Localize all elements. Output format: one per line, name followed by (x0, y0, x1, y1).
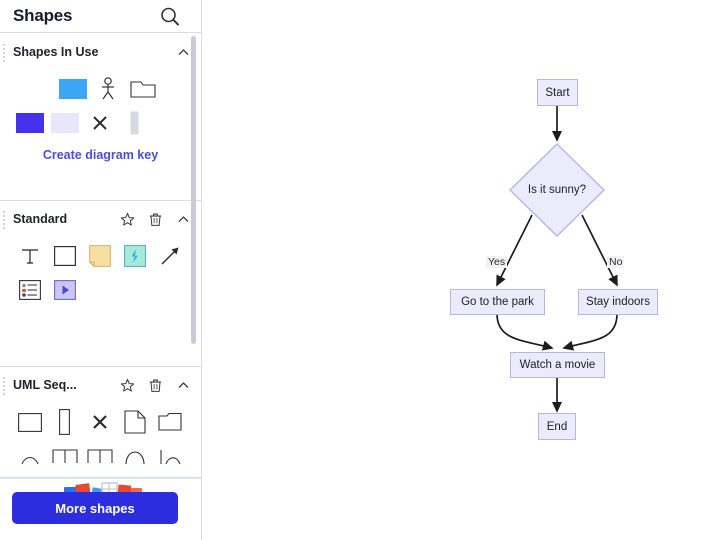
arrow-shape[interactable] (152, 239, 187, 273)
chevron-up-icon[interactable] (176, 378, 191, 393)
create-diagram-key-link[interactable]: Create diagram key (42, 148, 159, 162)
play-card-shape[interactable] (47, 273, 82, 307)
more-shapes-button[interactable]: More shapes (12, 492, 178, 524)
split-circle-shape[interactable] (152, 439, 187, 473)
trash-icon[interactable] (148, 212, 163, 227)
vertical-bar-shape[interactable] (117, 106, 152, 140)
flow-node-watch-a-movie[interactable]: Watch a movie (510, 352, 605, 378)
cross-shape[interactable] (82, 106, 117, 140)
folder-shape[interactable] (152, 405, 187, 439)
edge-label-no[interactable]: No (607, 256, 625, 268)
section-title: Standard (13, 212, 68, 226)
tall-bar-shape[interactable] (47, 405, 82, 439)
section-header-standard[interactable]: Standard (0, 201, 201, 237)
panel-header: Shapes (0, 0, 201, 33)
frame-shape[interactable] (47, 439, 82, 473)
drag-handle-icon[interactable] (3, 211, 6, 229)
flow-node-stay-indoors[interactable]: Stay indoors (578, 289, 658, 315)
trash-icon[interactable] (148, 378, 163, 393)
blue-rectangle-shape[interactable] (55, 72, 90, 106)
chevron-up-icon[interactable] (176, 45, 191, 60)
drag-handle-icon[interactable] (3, 44, 6, 62)
section-title: Shapes In Use (13, 45, 99, 59)
sticky-note-shape[interactable] (82, 239, 117, 273)
star-icon[interactable] (120, 378, 135, 393)
shape-grid-uml-sequence (0, 403, 189, 477)
flow-node-end[interactable]: End (538, 413, 576, 440)
indigo-rectangle-shape[interactable] (12, 106, 47, 140)
panel-scrollbar-thumb[interactable] (191, 36, 196, 344)
drag-handle-icon[interactable] (3, 377, 6, 395)
shape-grid-standard (0, 237, 189, 313)
cross-shape[interactable] (82, 405, 117, 439)
text-shape[interactable] (12, 239, 47, 273)
folder-shape[interactable] (125, 72, 160, 106)
document-shape[interactable] (117, 405, 152, 439)
section-header-uml-sequence[interactable]: UML Seq... (0, 367, 201, 403)
half-circle-shape[interactable] (117, 439, 152, 473)
flow-node-is-it-sunny[interactable]: Is it sunny? (508, 143, 606, 237)
search-icon[interactable] (159, 6, 181, 28)
diagram-edges (496, 106, 618, 413)
lightning-card-shape[interactable] (117, 239, 152, 273)
diagram-canvas[interactable]: Start Is it sunny? Go to the park Stay i… (202, 0, 720, 540)
edge-label-yes[interactable]: Yes (486, 256, 508, 268)
flow-node-go-to-the-park[interactable]: Go to the park (450, 289, 545, 315)
star-icon[interactable] (120, 212, 135, 227)
section-uml-sequence: UML Seq... (0, 367, 201, 478)
section-standard: Standard (0, 201, 201, 367)
section-title: UML Seq... (13, 378, 77, 392)
shape-grid-shapes-in-use (0, 70, 189, 146)
frame-alt-shape[interactable] (82, 439, 117, 473)
lavender-rectangle-shape[interactable] (47, 106, 82, 140)
rectangle-shape[interactable] (47, 239, 82, 273)
actor-stick-figure-shape[interactable] (90, 72, 125, 106)
flow-node-start[interactable]: Start (537, 79, 578, 106)
list-card-shape[interactable] (12, 273, 47, 307)
arc-shape[interactable] (12, 439, 47, 473)
more-shapes-footer: More shapes (0, 478, 201, 540)
section-shapes-in-use: Shapes In Use (0, 34, 201, 201)
diamond-shape (508, 143, 606, 237)
chevron-up-icon[interactable] (176, 212, 191, 227)
section-header-shapes-in-use[interactable]: Shapes In Use (0, 34, 201, 70)
rectangle-shape[interactable] (12, 405, 47, 439)
shapes-panel: Shapes Shapes In Use (0, 0, 202, 540)
page-title: Shapes (13, 6, 73, 25)
